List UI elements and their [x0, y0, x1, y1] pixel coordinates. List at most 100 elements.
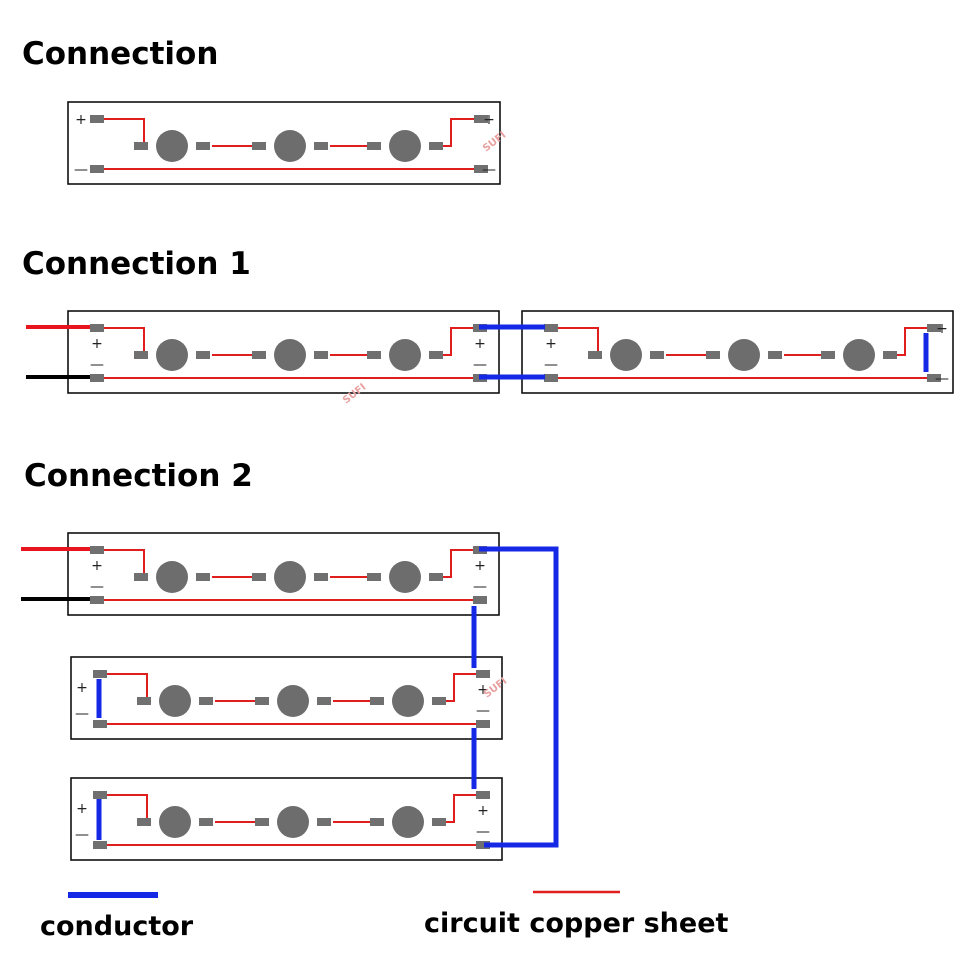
led-chip: [389, 339, 421, 371]
led-chip: [277, 806, 309, 838]
plus-sign: +: [91, 336, 103, 352]
solder-pad: [90, 324, 104, 332]
solder-pad: [255, 697, 269, 705]
solder-pad: [93, 841, 107, 849]
minus-sign: —: [473, 357, 487, 373]
led-modules: +—+—+—+—+—+—+—+—+—+—+—+—: [67, 101, 954, 861]
solder-pad: [432, 818, 446, 826]
minus-sign: —: [75, 706, 89, 722]
solder-pad: [367, 351, 381, 359]
plus-sign: +: [76, 801, 88, 817]
minus-sign: —: [935, 371, 949, 387]
solder-pad: [196, 142, 210, 150]
minus-sign: —: [476, 703, 490, 719]
solder-pad: [429, 142, 443, 150]
plus-sign: +: [75, 112, 87, 128]
plus-sign: +: [91, 558, 103, 574]
solder-pad: [199, 818, 213, 826]
minus-sign: —: [473, 579, 487, 595]
solder-pad: [90, 115, 104, 123]
led-module: +—+—: [70, 777, 503, 861]
copper-trace: [446, 794, 476, 823]
solder-pad: [90, 165, 104, 173]
solder-pad: [768, 351, 782, 359]
solder-pad: [883, 351, 897, 359]
led-chip: [392, 685, 424, 717]
led-chip: [389, 130, 421, 162]
minus-sign: —: [90, 357, 104, 373]
copper-trace: [443, 549, 473, 578]
plus-sign: +: [474, 336, 486, 352]
led-module: + — + —: [67, 310, 500, 394]
solder-pad: [93, 791, 107, 799]
solder-pad: [429, 573, 443, 581]
minus-sign: —: [74, 162, 88, 178]
solder-pad: [317, 697, 331, 705]
solder-pad: [650, 351, 664, 359]
plus-sign: +: [474, 558, 486, 574]
solder-pad: [367, 142, 381, 150]
solder-pad: [196, 351, 210, 359]
solder-pad: [370, 818, 384, 826]
led-chip: [389, 561, 421, 593]
solder-pad: [93, 670, 107, 678]
led-chip: [392, 806, 424, 838]
solder-pad: [134, 351, 148, 359]
led-chip: [156, 561, 188, 593]
solder-pad: [137, 818, 151, 826]
led-chip: [610, 339, 642, 371]
copper-trace: [897, 327, 927, 356]
solder-pad: [927, 374, 941, 382]
solder-pad: [252, 351, 266, 359]
conductor-return-path: [479, 546, 559, 848]
solder-pad: [476, 791, 490, 799]
heading-connection-1: Connection 1: [22, 246, 251, 282]
solder-pad: [367, 573, 381, 581]
led-chip: [274, 561, 306, 593]
led-chip: [159, 685, 191, 717]
led-module: +—+—: [70, 656, 503, 740]
heading-connection: Connection: [22, 36, 218, 72]
legend-copper-label: circuit copper sheet: [424, 908, 729, 939]
minus-sign: —: [476, 824, 490, 840]
plus-sign: +: [477, 682, 489, 698]
minus-sign: —: [75, 827, 89, 843]
legend-conductor-label: conductor: [40, 911, 194, 942]
copper-trace: [443, 327, 473, 356]
solder-pad: [134, 142, 148, 150]
solder-pad: [473, 596, 487, 604]
plus-sign: +: [483, 112, 495, 128]
solder-pad: [134, 573, 148, 581]
solder-pad: [90, 546, 104, 554]
solder-pad: [476, 841, 490, 849]
led-module: +—+—: [67, 101, 501, 185]
solder-pad: [474, 115, 488, 123]
led-chip: [156, 130, 188, 162]
solder-pad: [314, 142, 328, 150]
solder-pad: [314, 351, 328, 359]
solder-pad: [314, 573, 328, 581]
solder-pad: [255, 818, 269, 826]
solder-pad: [544, 324, 558, 332]
solder-pad: [927, 324, 941, 332]
minus-sign: —: [90, 579, 104, 595]
solder-pad: [90, 374, 104, 382]
solder-pad: [370, 697, 384, 705]
solder-pad: [252, 573, 266, 581]
led-chip: [728, 339, 760, 371]
solder-pad: [199, 697, 213, 705]
copper-trace: [443, 118, 474, 147]
solder-pad: [90, 596, 104, 604]
solder-pad: [588, 351, 602, 359]
led-chip: [843, 339, 875, 371]
solder-pad: [429, 351, 443, 359]
solder-pad: [474, 165, 488, 173]
solder-pad: [544, 374, 558, 382]
minus-sign: —: [544, 357, 558, 373]
external-wires: [21, 324, 929, 848]
solder-pad: [821, 351, 835, 359]
solder-pad: [706, 351, 720, 359]
led-chip: [274, 130, 306, 162]
solder-pad: [476, 720, 490, 728]
led-chip: [274, 339, 306, 371]
